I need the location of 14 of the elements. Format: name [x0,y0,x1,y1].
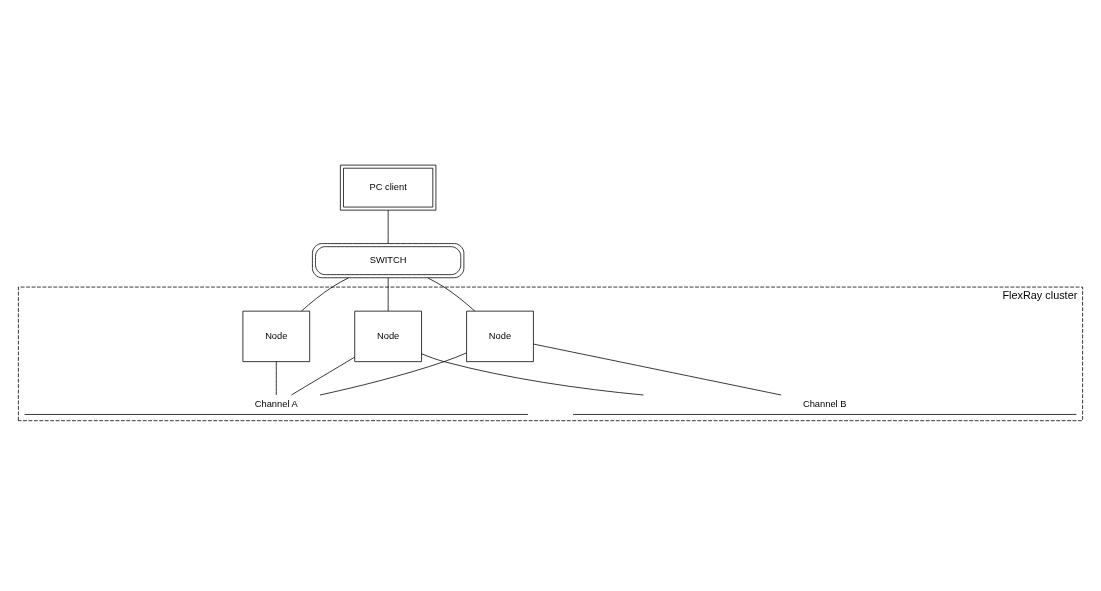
connector [387,209,389,244]
connector [421,352,644,395]
connector [319,352,467,395]
connector [291,356,355,395]
connector [387,277,389,311]
connector [427,276,476,311]
connector [301,276,349,311]
node-box: Node [242,310,311,362]
node-text: Channel A [254,398,298,409]
node-box: Node [466,310,534,362]
node-box: Node [354,310,422,362]
node-text: Channel B [802,398,847,409]
connector [275,360,277,395]
connector [533,343,782,395]
